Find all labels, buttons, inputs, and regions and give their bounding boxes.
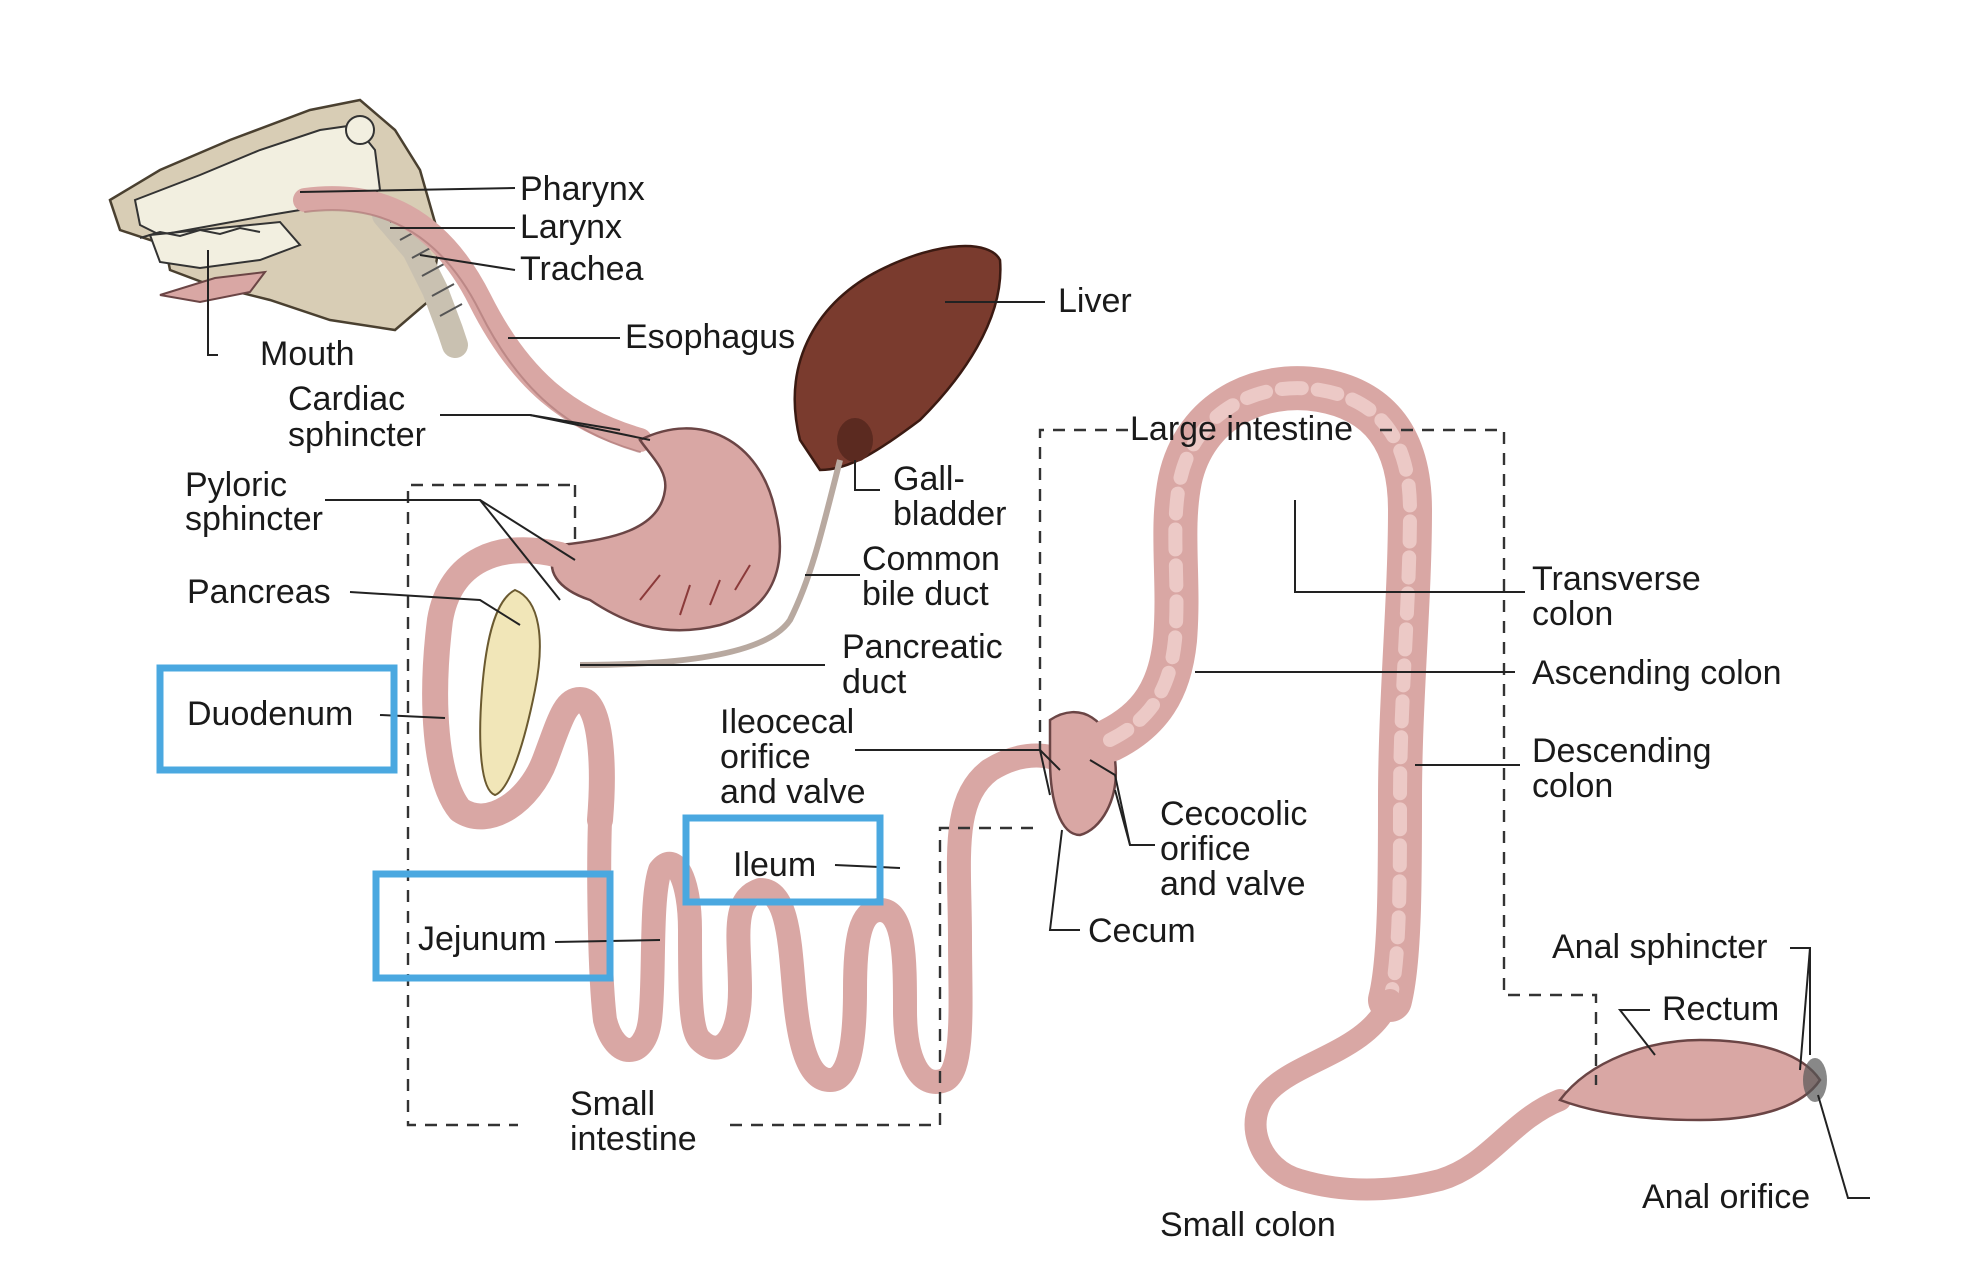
- label-gallbladder-2: bladder: [893, 495, 1006, 533]
- label-pancreatic-duct-1: Pancreatic: [842, 628, 1003, 666]
- jejunum-highlight-box: [372, 870, 614, 982]
- label-cecum: Cecum: [1088, 912, 1196, 950]
- stomach-shape: [550, 427, 782, 632]
- label-pyloric-sphincter-2: sphincter: [185, 500, 323, 538]
- label-esophagus: Esophagus: [625, 318, 795, 356]
- highlight-boxes: [156, 664, 884, 982]
- dog-head: [108, 98, 468, 358]
- jejunum-tube: [587, 808, 973, 1094]
- label-pyloric-sphincter-1: Pyloric: [185, 466, 287, 504]
- label-cecocolic-2: orifice: [1160, 830, 1251, 868]
- region-brackets: [406, 428, 1598, 1127]
- label-common-bile-duct-2: bile duct: [862, 575, 989, 613]
- duodenum-tube: [422, 537, 615, 833]
- label-gallbladder-1: Gall-: [893, 460, 965, 498]
- label-larynx: Larynx: [520, 208, 622, 246]
- label-jejunum: Jejunum: [418, 920, 547, 958]
- label-mouth: Mouth: [260, 335, 355, 373]
- label-pancreas: Pancreas: [187, 573, 331, 611]
- label-cardiac-sphincter-1: Cardiac: [288, 380, 405, 418]
- anatomy-illustration: [108, 98, 1827, 1201]
- common-bile-duct-tube: [579, 459, 843, 668]
- label-descending-colon-2: colon: [1532, 767, 1613, 805]
- liver-shape: [793, 244, 1002, 472]
- label-ileocecal-1: Ileocecal: [720, 703, 854, 741]
- duodenum-highlight-box: [156, 664, 398, 774]
- small-colon-tube: [1244, 989, 1571, 1201]
- label-ileocecal-3: and valve: [720, 773, 866, 811]
- label-ileum: Ileum: [733, 846, 816, 884]
- pancreas-shape: [479, 588, 541, 797]
- label-pharynx: Pharynx: [520, 170, 645, 208]
- label-cecocolic-1: Cecocolic: [1160, 795, 1307, 833]
- label-liver: Liver: [1058, 282, 1132, 320]
- label-anal-orifice: Anal orifice: [1642, 1178, 1810, 1216]
- labels: Pharynx Larynx Trachea Esophagus Mouth L…: [185, 170, 1810, 1244]
- label-ileocecal-2: orifice: [720, 738, 811, 776]
- label-rectum: Rectum: [1662, 990, 1779, 1028]
- label-duodenum: Duodenum: [187, 695, 353, 733]
- label-transverse-colon-1: Transverse: [1532, 560, 1701, 598]
- label-trachea: Trachea: [520, 250, 644, 288]
- label-small-intestine-1: Small: [570, 1085, 655, 1123]
- ileum-tube: [946, 743, 1072, 952]
- esophagus-tube: [293, 186, 652, 452]
- label-cecocolic-3: and valve: [1160, 865, 1306, 903]
- label-pancreatic-duct-2: duct: [842, 663, 907, 701]
- leader-lines: [207, 187, 1870, 1199]
- label-small-intestine-2: intestine: [570, 1120, 697, 1158]
- label-common-bile-duct-1: Common: [862, 540, 1000, 578]
- label-transverse-colon-2: colon: [1532, 595, 1613, 633]
- ileum-highlight-box: [682, 814, 884, 906]
- rectum-shape: [1557, 1038, 1822, 1122]
- label-small-colon: Small colon: [1160, 1206, 1336, 1244]
- label-cardiac-sphincter-2: sphincter: [288, 416, 426, 454]
- label-anal-sphincter: Anal sphincter: [1552, 928, 1767, 966]
- label-ascending-colon: Ascending colon: [1532, 654, 1782, 692]
- label-descending-colon-1: Descending: [1532, 732, 1712, 770]
- label-large-intestine: Large intestine: [1130, 410, 1353, 448]
